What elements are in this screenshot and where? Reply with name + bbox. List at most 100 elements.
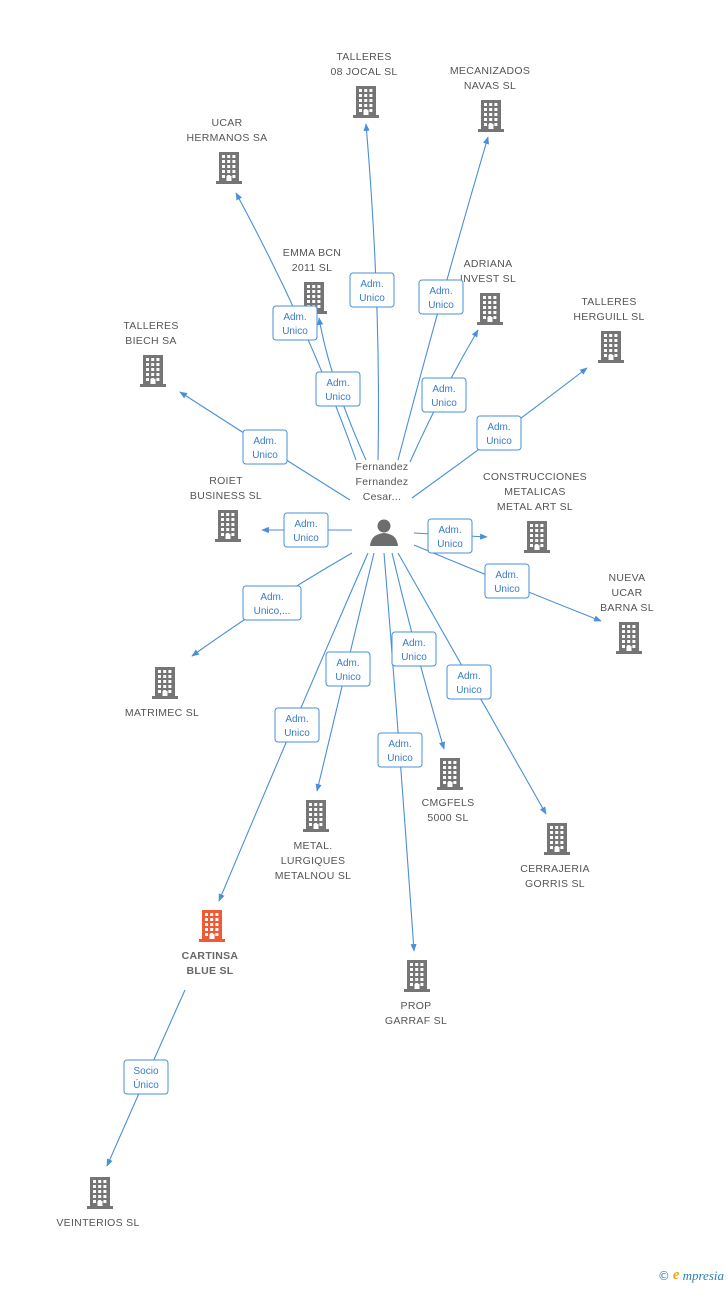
edge-label-talleres-herguill[interactable]: Adm.Unico [476,415,522,451]
edge-label-text: Adm.Unico [252,436,278,461]
company-label-line: BIECH SA [125,335,176,347]
edge-label-line: Unico [252,450,278,461]
edge-label-text: Adm.Unico [293,519,319,544]
edge-label-text: Adm.Unico [494,570,520,595]
building-icon [544,823,570,855]
edge-label-box [349,272,395,308]
edge-label-matrimec[interactable]: Adm.Unico,... [242,585,302,621]
company-label-line: METAL ART SL [497,501,573,513]
edge-label-metal-lurgiques[interactable]: Adm.Unico [325,651,371,687]
company-label: CONSTRUCCIONES METALICAS METAL ART SL [483,471,587,513]
edge-label-mecanizados-navas[interactable]: Adm. Unico [418,279,464,315]
edge-label-text: Adm.Unico [437,525,463,550]
edge-label-line: Unico [293,533,319,544]
building-icon [216,152,242,184]
edge-label-box [242,585,302,621]
edge-label-line: Adm. [360,279,383,290]
company-label-line: CONSTRUCCIONES [483,471,587,483]
center-person-label-line: Cesar... [363,491,402,503]
company-label-line: NUEVA [609,572,646,584]
company-label-line: EMMA BCN [283,247,341,259]
edge-label-line: Adm. [388,739,411,750]
edge-label-line: Unico [486,436,512,447]
company-label-line: BARNA SL [600,602,654,614]
building-icon [598,331,624,363]
edge-label-line: Adm. [438,525,461,536]
edge-label-roiet-business[interactable]: Adm.Unico [283,512,329,548]
company-label-line: LURGIQUES [281,855,346,867]
edge-label-line: Adm. [285,714,308,725]
edge-label-box [242,429,288,465]
edge-label-construcciones-metalicas[interactable]: Adm.Unico [427,518,473,554]
edge-label-adriana-invest[interactable]: Adm.Unico [421,377,467,413]
edge-label-line: Unico [428,300,454,311]
edge-label-cartinsa-blue[interactable]: Adm. Unico [274,707,320,743]
building-icon [152,667,178,699]
edge-label-line: Unico [284,728,310,739]
company-node-veinterios[interactable]: VEINTERIOS SL [56,1177,139,1229]
building-icon [303,800,329,832]
building-icon [524,521,550,553]
edge-label-line: Unico [335,672,361,683]
edge-label-nueva-ucar-barna[interactable]: Adm.Unico [484,563,530,599]
building-icon [404,960,430,992]
company-label-line: GARRAF SL [385,1015,447,1027]
edge-label-talleres-biech[interactable]: Adm.Unico [242,429,288,465]
edge-label-box [274,707,320,743]
edge-label-talleres-08-jocal[interactable]: Adm.Unico [349,272,395,308]
edge-label-text: Adm.Unico [431,384,457,409]
edge-label-text: Adm. Unico [387,739,413,764]
edge-label-line: Unico,... [254,606,291,617]
building-icon [87,1177,113,1209]
edge-label-box [446,664,492,700]
building-icon [199,910,225,942]
edge-label-cerrajeria-gorris[interactable]: Adm.Unico [446,664,492,700]
edge-label-prop-garraf[interactable]: Adm. Unico [377,732,423,768]
company-label-line: ROIET [209,475,243,487]
edge-label-emma-bcn[interactable]: Adm.Unico [315,371,361,407]
edge-label-box [272,305,318,341]
edge-label-text: Adm.Unico [359,279,385,304]
edge-label-cmgfels[interactable]: Adm.Unico [391,631,437,667]
company-label: MATRIMEC SL [125,707,199,719]
edge-label-line: Adm. [429,286,452,297]
edge-label-line: Socio [133,1066,158,1077]
company-label-line: NAVAS SL [464,80,516,92]
edge-label-line: Unico [387,753,413,764]
edge-label-ucar-hermanos[interactable]: Adm.Unico [272,305,318,341]
edge-label-box [315,371,361,407]
edge-label-box [484,563,530,599]
company-label-line: CARTINSA [182,950,239,962]
company-label-line: METALICAS [504,486,565,498]
company-node-construcciones-metalicas[interactable]: CONSTRUCCIONES METALICAS METAL ART SL [483,471,587,553]
company-node-matrimec[interactable]: MATRIMEC SL [125,667,199,719]
company-label-line: TALLERES [581,296,636,308]
building-icon [353,86,379,118]
company-label-line: INVEST SL [460,273,516,285]
edge-label-line: Adm. [326,378,349,389]
edge-label-line: Adm. [402,638,425,649]
edge-label-box [391,631,437,667]
center-person-label-line: Fernandez [356,476,409,488]
